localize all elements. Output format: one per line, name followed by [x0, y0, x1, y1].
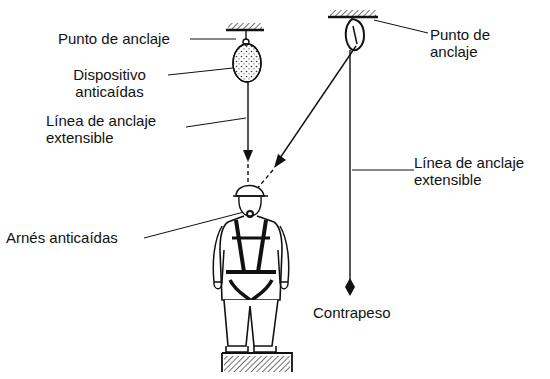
extensible-line-label: Línea de anclaje extensible — [414, 154, 546, 188]
harness-label: Arnés anticaídas — [6, 229, 146, 246]
counterweight-label: Contrapeso — [313, 304, 413, 321]
fall-arrest-device-label: Dispositivo anticaídas — [52, 66, 167, 100]
anchor-point-label: Punto de anclaje — [430, 26, 510, 60]
anchor-point-label: Punto de anclaje — [58, 30, 198, 47]
extensible-line-label: Línea de anclaje extensible — [46, 112, 186, 146]
